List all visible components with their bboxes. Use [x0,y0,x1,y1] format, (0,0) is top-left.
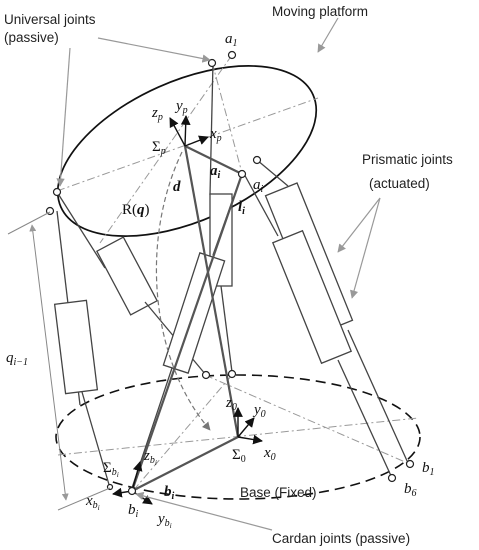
symbol-z0: z0 [225,395,237,413]
platform-diameter-1 [99,54,233,244]
leg-right-lower-b [337,359,393,479]
platform-diameter-3 [211,61,243,174]
callout-cardan [135,491,273,531]
symbol-xbi: xbi [85,493,100,512]
symbol-b1: b1 [422,460,435,478]
axis-yp [180,115,191,147]
vector-d [183,145,240,438]
label-prismatic-joints: Prismatic joints [362,152,453,167]
dimension-ext-top [7,211,51,235]
joint-ai-left [237,169,247,179]
axis-zbi [131,461,143,492]
dimension-ext-bottom [57,487,111,511]
label-moving-platform: Moving platform [272,4,368,19]
symbol-bi-point: bi [128,502,139,520]
label-cardan-joints: Cardan joints (passive) [272,531,410,546]
leg-left-lower [81,391,111,489]
joint-bi [127,486,137,496]
symbol-b6: b6 [404,481,417,499]
joint-left-upper [52,187,62,197]
callout-universal-1 [97,37,211,63]
leg-center-1 [209,61,214,196]
joint-ai [252,155,262,165]
leg-center-1-lower [220,285,233,373]
symbol-ybi: ybi [156,511,172,530]
leg-2-cylinder [95,236,159,316]
axis-xp [184,135,209,147]
vector-ai [184,145,243,175]
leg-right-lower-a [347,329,409,464]
symbol-zp: zp [151,105,163,123]
axis-x0 [237,434,263,445]
joint-a1 [227,50,237,60]
base-diameter-1 [204,374,413,466]
axis-zp [169,117,186,147]
symbol-d: d [173,179,181,195]
axis-y0 [237,417,255,438]
symbol-xp: xp [209,126,222,144]
leg-right-inner-cyl [271,229,353,365]
symbol-bi-vec: bi [164,484,175,502]
rotation-curve [155,151,211,431]
callout-prismatic-1 [337,197,381,253]
joint-b6 [387,473,397,483]
joint-base-top-2 [227,369,237,379]
callout-universal-2 [56,47,71,187]
symbol-a1: a1 [225,31,238,49]
joint-b1 [405,459,415,469]
joint-a1-left [207,58,217,68]
vector-li [130,173,244,492]
symbol-ai-vec: ai [210,163,221,181]
symbol-sigma-p: Σp [152,139,166,157]
callout-prismatic-2 [349,197,381,299]
symbol-yp: yp [174,98,188,116]
leg-right-upper [256,159,289,187]
symbol-y0: y0 [252,402,266,420]
label-universal-joints: Universal joints [4,12,96,27]
label-universal-passive: (passive) [4,30,59,45]
symbol-li: li [238,199,245,217]
symbol-x0: x0 [263,445,276,463]
label-prismatic-actuated: (actuated) [369,176,430,191]
symbol-zbi: zbi [143,448,157,467]
joint-base-top-1 [201,370,211,380]
symbol-sigma-bi: Σbi [103,460,119,479]
leg-right-upper-b [242,171,279,237]
base-diameter-2 [131,374,233,493]
label-base: Base (Fixed) [240,485,317,500]
dimension-q-line [29,224,69,501]
symbol-Rq: R(q) [122,202,150,218]
leg-left-cylinder [53,299,99,395]
leg-2-upper [56,191,106,269]
symbol-sigma-0: Σ0 [232,447,246,465]
vector-bi [131,436,239,492]
symbol-q-i-minus-1: qi−1 [6,350,28,368]
platform-diameter-2 [56,97,319,192]
callout-moving-platform [317,17,339,53]
symbol-ai-top: ai [253,177,264,195]
